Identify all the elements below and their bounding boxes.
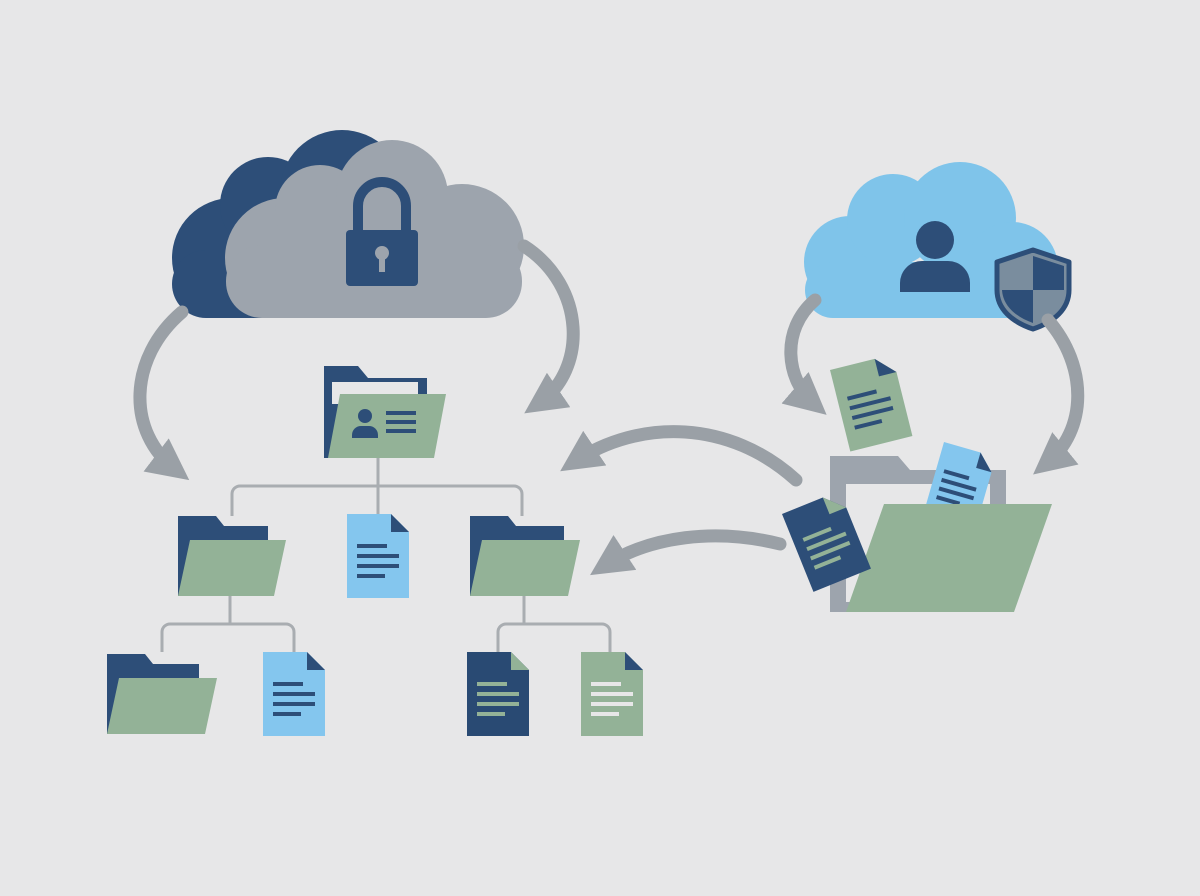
document-falling <box>782 497 871 592</box>
open-folder[interactable] <box>782 442 1052 612</box>
subfolder-left[interactable] <box>107 654 217 734</box>
document-center[interactable] <box>347 514 409 598</box>
arrow-usercloud-to-doc <box>781 293 827 415</box>
arrow-cloud-to-root-folder <box>517 239 580 414</box>
document-icon <box>467 652 529 736</box>
folder-left[interactable] <box>178 516 286 596</box>
arrow-openfolder-to-root <box>560 425 803 487</box>
root-folder[interactable] <box>324 366 446 458</box>
document-icon <box>830 358 913 452</box>
document-icon <box>347 514 409 598</box>
document-icon <box>581 652 643 736</box>
document-icon <box>782 497 871 592</box>
document-lower-navy[interactable] <box>467 652 529 736</box>
document-lower-green[interactable] <box>581 652 643 736</box>
curved-arrows <box>133 239 1085 576</box>
tree-connectors <box>160 458 612 652</box>
folder-icon <box>470 516 580 596</box>
folder-right[interactable] <box>470 516 580 596</box>
document-lower-left[interactable] <box>263 652 325 736</box>
secure-cloud <box>172 130 524 318</box>
open-folder-front <box>846 504 1052 612</box>
folder-icon <box>178 516 286 596</box>
arrow-openfolder-to-right-folder <box>590 529 787 576</box>
folder-user-card-icon <box>324 366 446 458</box>
user-cloud <box>804 162 1072 332</box>
document-icon <box>263 652 325 736</box>
arrow-cloud-to-left-folder <box>133 305 190 481</box>
floating-document[interactable] <box>830 355 913 452</box>
lock-icon <box>346 177 418 286</box>
user-icon <box>900 221 970 292</box>
arrow-usercloud-to-open-folder <box>1033 313 1085 475</box>
folder-icon <box>107 654 217 734</box>
shield-icon <box>994 247 1072 332</box>
